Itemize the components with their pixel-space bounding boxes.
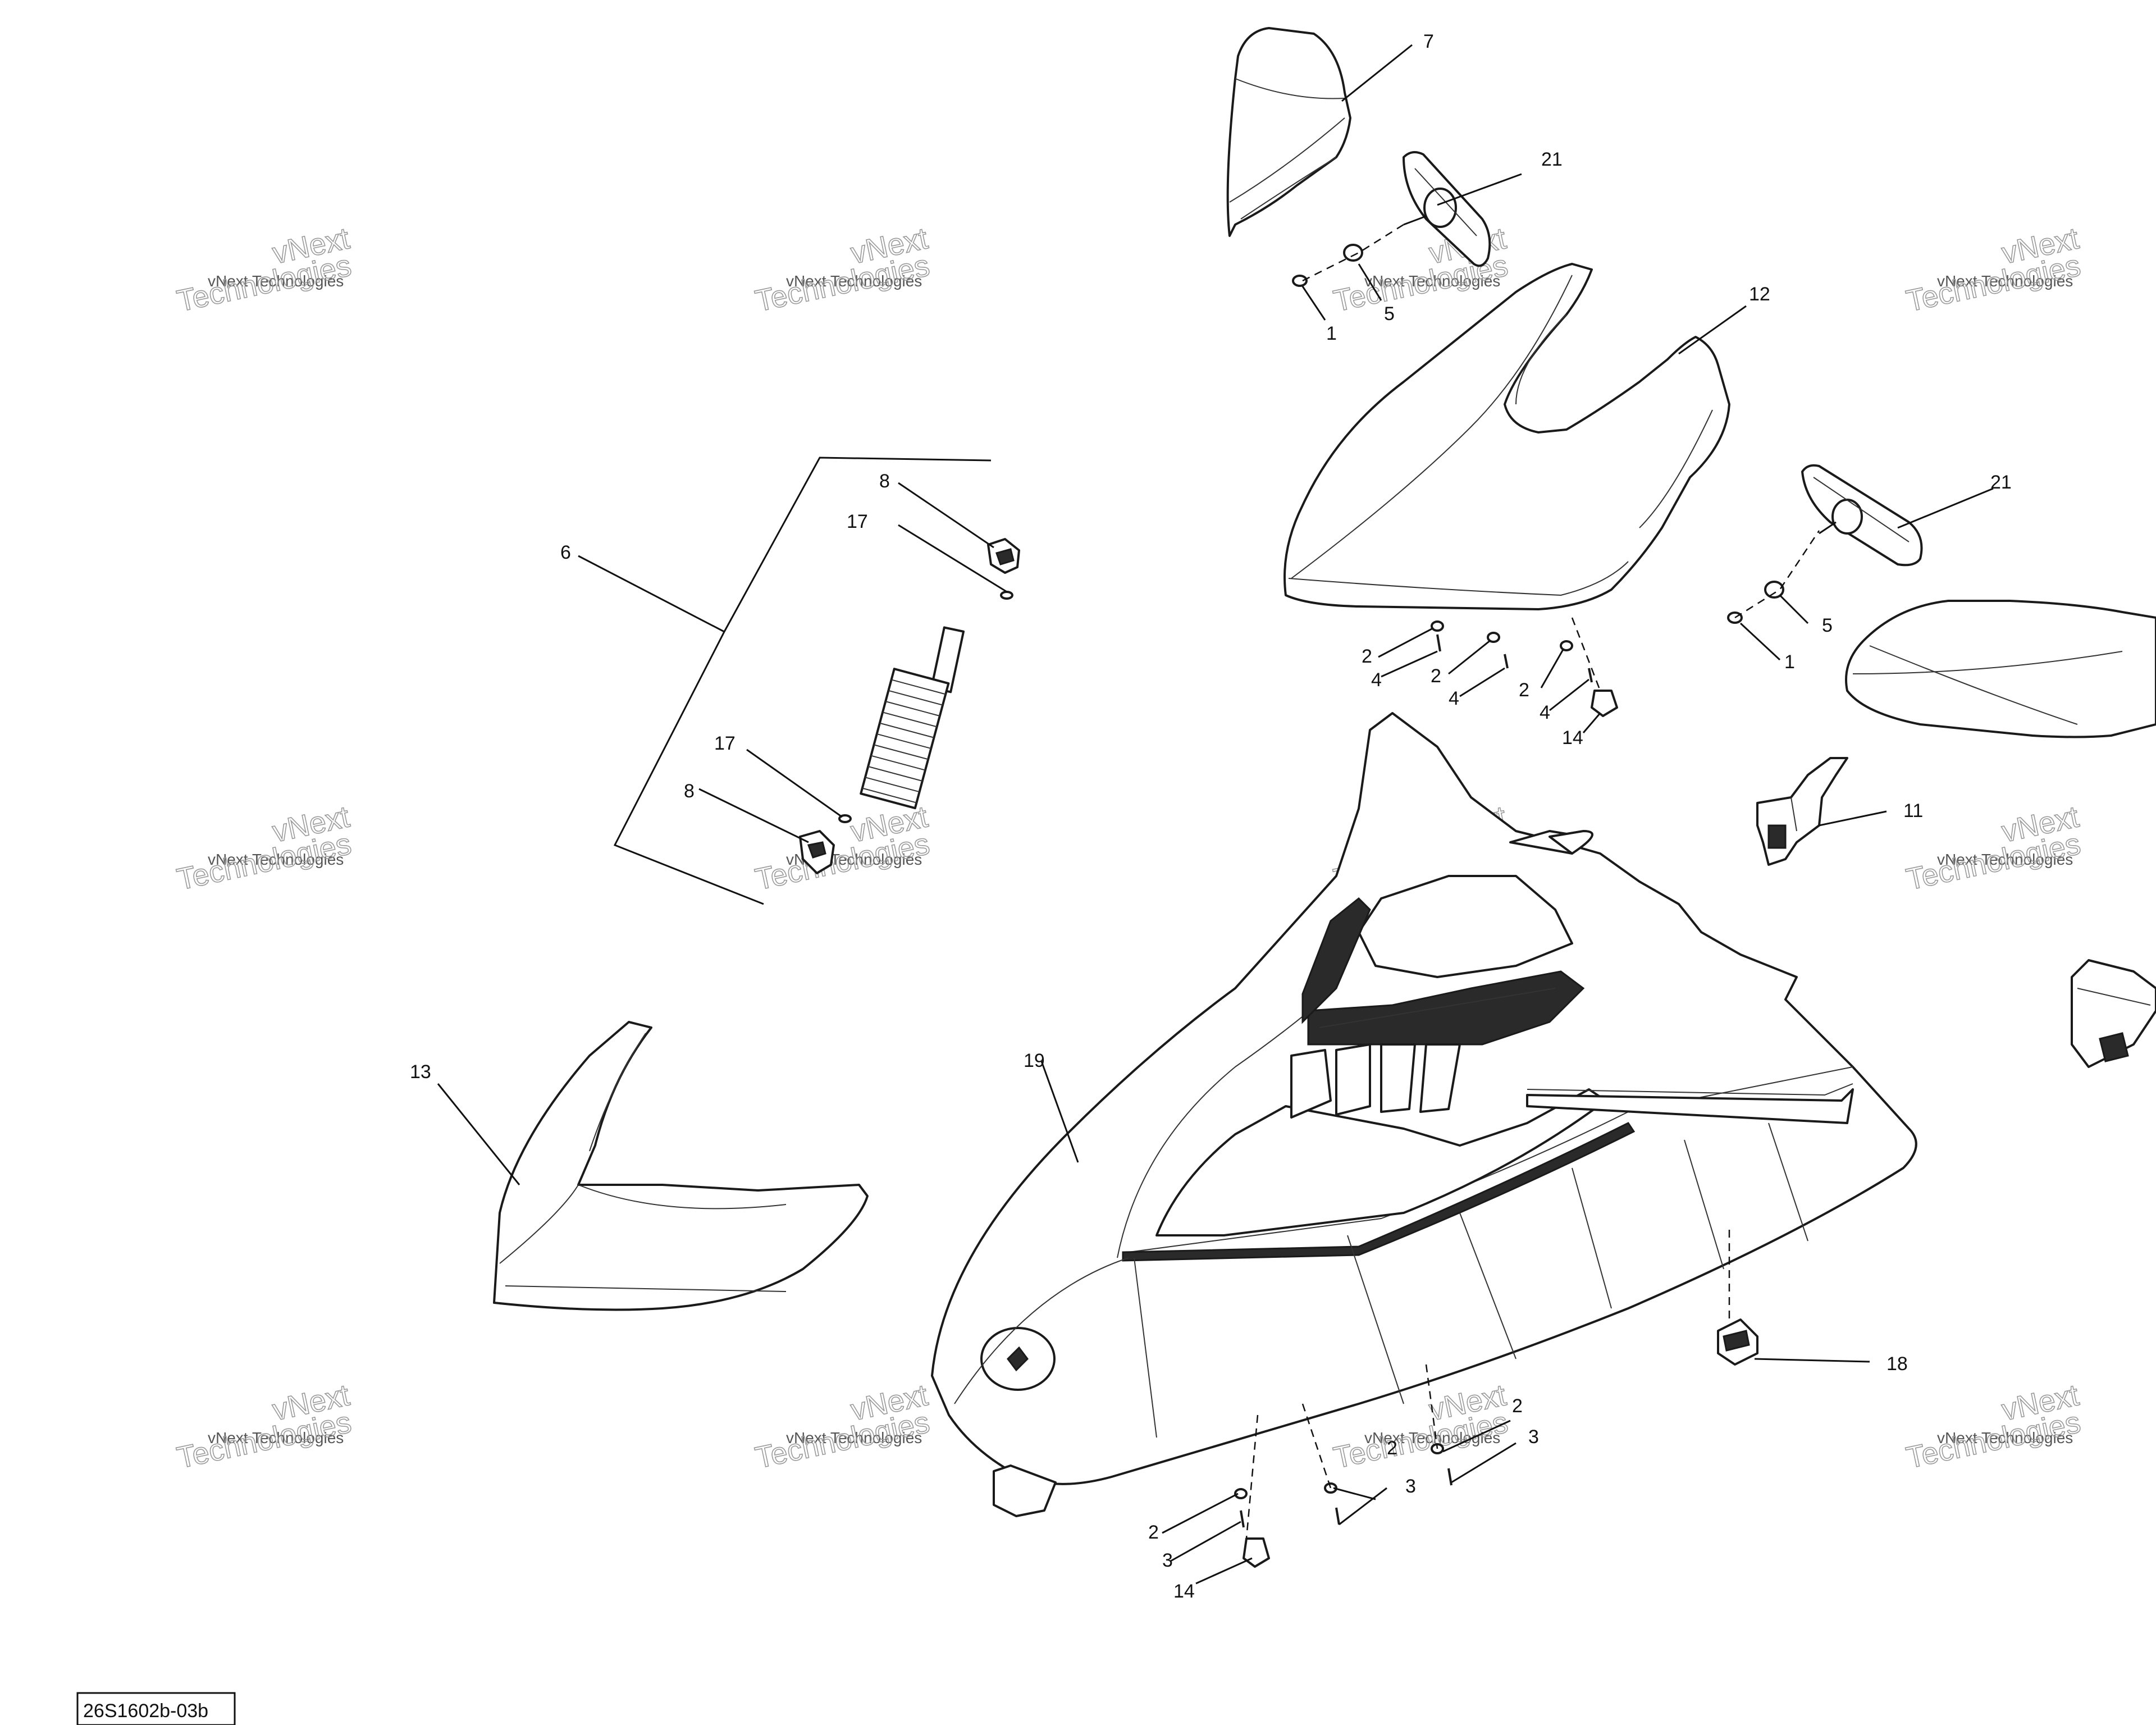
callout-14: 14 — [1173, 1581, 1195, 1602]
part-12-seat — [1283, 263, 1730, 610]
svg-text:vNext Technologies: vNext Technologies — [1937, 272, 2073, 290]
part-17-clip-top — [1000, 591, 1013, 600]
part-4-screw — [1436, 634, 1441, 652]
part-4-screw — [1504, 654, 1509, 669]
svg-text:vNext Technologies: vNext Technologies — [208, 272, 344, 290]
callout-6: 6 — [560, 542, 571, 563]
svg-text:Technologies: Technologies — [1903, 249, 2084, 318]
part-13-front-cover — [493, 1021, 869, 1311]
callout-2: 2 — [1512, 1395, 1523, 1417]
svg-text:Technologies: Technologies — [1903, 827, 2084, 897]
svg-text:Technologies: Technologies — [1903, 1405, 2084, 1475]
callout-4: 4 — [1371, 669, 1382, 691]
callout-8: 8 — [684, 781, 695, 802]
callout-18: 18 — [1886, 1353, 1908, 1375]
callout-1: 1 — [1784, 651, 1795, 673]
watermark: vNext Technologies vNext Technologies — [1903, 800, 2084, 897]
part-5-spacer-top — [1343, 244, 1363, 262]
part-14-nut-bottom — [1243, 1537, 1270, 1568]
part-side-panel-right — [1845, 600, 2156, 738]
part-11-bracket — [1756, 757, 1848, 866]
watermark: vNext Technologies vNext Technologies — [752, 1378, 933, 1476]
callout-4: 4 — [1540, 702, 1550, 723]
callout-13: 13 — [410, 1061, 431, 1083]
part-latch-right — [2071, 959, 2156, 1068]
svg-text:vNext Technologies: vNext Technologies — [1937, 1429, 2073, 1446]
reference-code: 26S1602b-03b — [83, 1700, 208, 1722]
part-5-spacer-right — [1764, 581, 1784, 599]
callout-5: 5 — [1822, 615, 1833, 636]
callout-2: 2 — [1148, 1522, 1159, 1543]
svg-text:Technologies: Technologies — [174, 1405, 354, 1475]
part-3-screw — [1240, 1510, 1245, 1528]
part-6-gas-strut-assembly — [613, 457, 1020, 905]
callout-4: 4 — [1449, 688, 1459, 709]
part-2-washer — [1487, 632, 1500, 643]
svg-text:vNext Technologies: vNext Technologies — [786, 1429, 922, 1446]
callout-2: 2 — [1387, 1438, 1397, 1459]
svg-text:vNext Technologies: vNext Technologies — [786, 272, 922, 290]
callout-2: 2 — [1519, 679, 1529, 701]
callout-17: 17 — [847, 511, 868, 532]
part-4-screw — [1588, 668, 1593, 683]
callout-19: 19 — [1024, 1050, 1045, 1071]
part-2-washer — [1234, 1488, 1248, 1499]
watermark: vNext Technologies vNext Technologies — [173, 1378, 354, 1476]
part-2-washer — [1431, 620, 1444, 632]
callout-17: 17 — [714, 733, 736, 754]
part-19-main-body — [931, 712, 1917, 1517]
reference-code-box: 26S1602b-03b — [76, 1692, 236, 1725]
callout-21: 21 — [1541, 149, 1563, 170]
callout-2: 2 — [1362, 646, 1372, 667]
hardware — [1234, 223, 1820, 1568]
callout-5: 5 — [1384, 303, 1395, 325]
svg-text:Technologies: Technologies — [752, 827, 933, 897]
callout-labels: 7 21 1 5 12 21 5 1 6 8 17 17 8 2 4 2 4 2… — [410, 31, 2012, 1602]
part-1-nut-top — [1292, 275, 1308, 287]
watermark: vNext Technologies vNext Technologies — [173, 221, 354, 319]
callout-12: 12 — [1749, 284, 1770, 305]
callout-3: 3 — [1405, 1476, 1416, 1497]
svg-text:vNext Technologies: vNext Technologies — [208, 1429, 344, 1446]
callout-1: 1 — [1326, 323, 1337, 344]
callout-2: 2 — [1431, 665, 1441, 687]
svg-text:Technologies: Technologies — [752, 1405, 933, 1475]
part-21-mirror-top — [1403, 151, 1491, 267]
svg-text:vNext Technologies: vNext Technologies — [1364, 272, 1500, 290]
part-7-windshield — [1226, 27, 1351, 237]
callout-7: 7 — [1423, 31, 1434, 52]
gas-strut-body — [860, 668, 950, 810]
callout-3: 3 — [1162, 1550, 1173, 1571]
part-2-washer — [1560, 640, 1573, 651]
watermark: vNext Technologies vNext Technologies — [1903, 221, 2084, 319]
part-14-nut — [1591, 690, 1618, 717]
part-3-screw — [1447, 1468, 1452, 1486]
svg-text:vNext Technologies: vNext Technologies — [1364, 1429, 1500, 1446]
svg-text:Technologies: Technologies — [174, 827, 354, 897]
part-21-mirror-right — [1801, 464, 1923, 567]
part-3-screw — [1335, 1507, 1340, 1525]
callout-21: 21 — [1990, 472, 2012, 493]
svg-text:Technologies: Technologies — [752, 249, 933, 318]
leader-lines — [437, 44, 1994, 1585]
callout-3: 3 — [1528, 1426, 1539, 1448]
part-18-clip — [1717, 1318, 1758, 1366]
watermark: vNext Technologies vNext Technologies — [173, 800, 354, 897]
callout-8: 8 — [879, 471, 890, 492]
part-8-end-fitting-top — [987, 538, 1020, 574]
callout-14: 14 — [1562, 727, 1583, 749]
watermark: vNext Technologies vNext Technologies — [1903, 1378, 2084, 1476]
watermark: vNext Technologies vNext Technologies — [752, 221, 933, 319]
svg-text:vNext Technologies: vNext Technologies — [208, 851, 344, 868]
callout-11: 11 — [1903, 800, 1923, 822]
svg-text:Technologies: Technologies — [174, 249, 354, 318]
svg-text:vNext Technologies: vNext Technologies — [1937, 851, 2073, 868]
watermark: vNext Technologies vNext Technologies — [752, 800, 933, 897]
svg-text:Technologies: Technologies — [1331, 1405, 1511, 1475]
